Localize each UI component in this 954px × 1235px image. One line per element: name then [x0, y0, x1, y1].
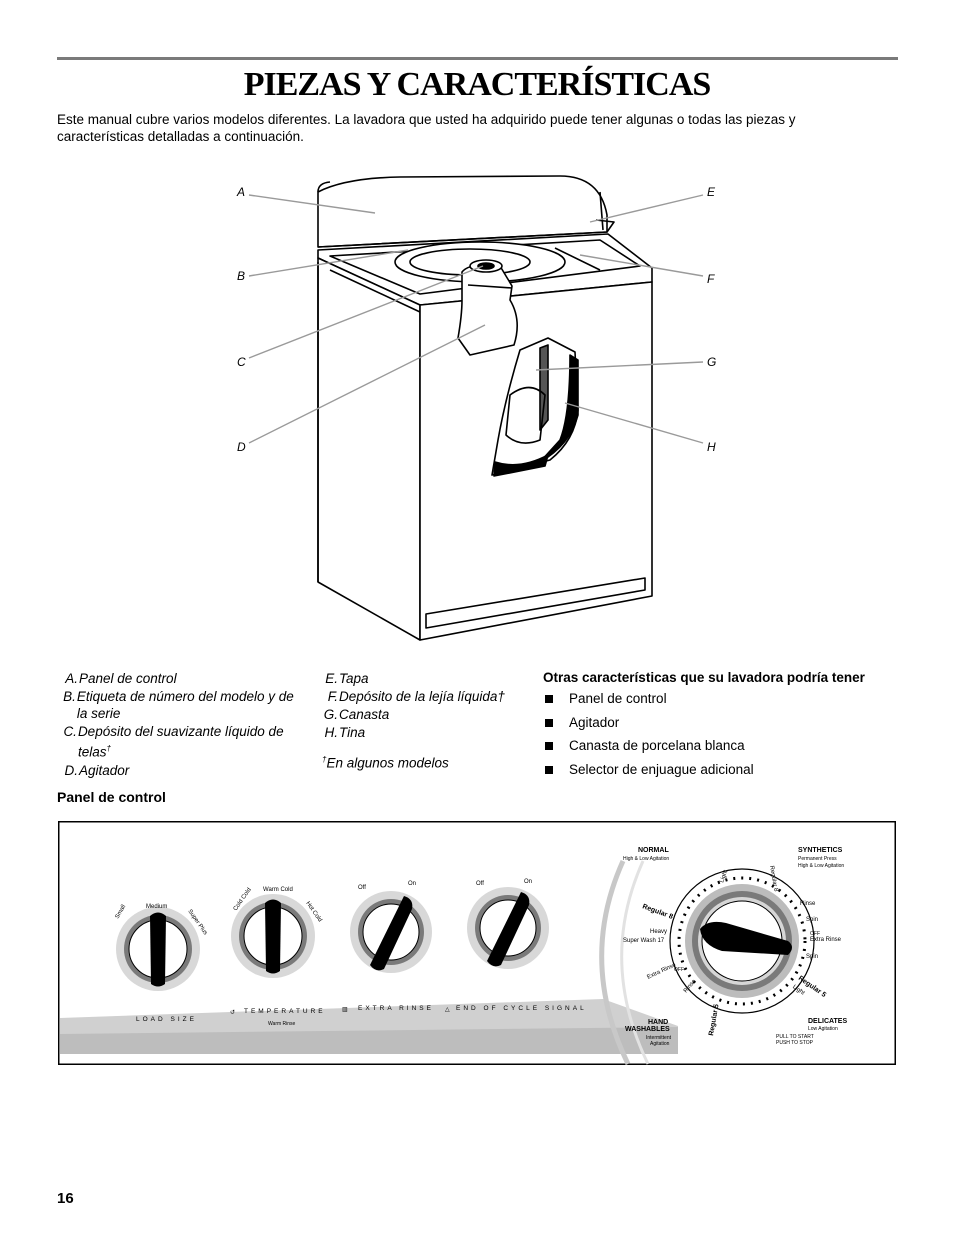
label-e: E [707, 185, 716, 199]
heavy-label: Heavy [650, 929, 667, 935]
on-label-2: On [524, 879, 532, 885]
label-d: D [237, 440, 246, 454]
square-bullet-icon [545, 765, 553, 774]
hand-sub1: Intermittent [646, 1035, 672, 1041]
list-item: Agitador [543, 715, 903, 739]
temperature-icon: ↺ [230, 1009, 235, 1016]
super-wash-label: Super Wash 17 [623, 938, 665, 944]
list-item: Selector de enjuague adicional [543, 762, 903, 786]
light-label-top: Light [719, 869, 729, 884]
extra-rinse-label: EXTRA RINSE [358, 1005, 434, 1012]
extra-rinse-dial-label-2: Extra Rinse [810, 937, 842, 943]
synthetics-label: SYNTHETICS [798, 847, 843, 854]
extra-rinse-switch[interactable] [350, 891, 432, 973]
legend-item: C.Depósito del suavizante líquido de tel… [63, 724, 284, 760]
bell-icon: △ [445, 1007, 450, 1013]
label-c: C [237, 355, 246, 369]
legend-item: G.Canasta [323, 707, 390, 722]
pull-to-start: PULL TO START [776, 1034, 814, 1040]
footnote: †En algunos modelos [322, 755, 449, 771]
list-item: Panel de control [543, 691, 903, 715]
hand-sub2: Agitation [650, 1041, 670, 1047]
push-to-stop: PUSH TO STOP [776, 1040, 814, 1046]
agitator [457, 264, 518, 356]
temperature-knob[interactable] [231, 894, 315, 978]
legend-item: D.Agitador [64, 762, 130, 778]
off-label: Off [358, 885, 366, 891]
legend-item: E.Tapa [325, 671, 369, 686]
normal-sub: High & Low Agitation [623, 856, 669, 862]
other-features-heading: Otras características que su lavadora po… [543, 670, 865, 685]
washer-lid [317, 175, 608, 248]
page-title: PIEZAS Y CARACTERÍSTICAS [243, 66, 712, 103]
legend-right: E.Tapa F.Depósito de la lejía líquida† G… [323, 670, 523, 742]
rinse-label: Rinse [800, 901, 816, 907]
end-of-cycle-switch[interactable] [467, 887, 549, 969]
square-bullet-icon [545, 695, 553, 703]
extra-rinse-icon: ▥ [342, 1007, 348, 1013]
intro-paragraph: Este manual cubre varios modelos diferen… [57, 112, 796, 144]
control-panel-illustration: LOAD SIZE TEMPERATURE EXTRA RINSE END OF… [58, 821, 896, 1065]
list-item: Canasta de porcelana blanca [543, 738, 903, 762]
load-size-label: LOAD SIZE [136, 1016, 197, 1023]
regular8-label-top: Regular 8 [768, 865, 779, 892]
synthetics-sub2: High & Low Agitation [798, 863, 844, 869]
legend-left: A.Panel de control B.Etiqueta de número … [63, 670, 303, 780]
delicates-sub: Low Agitation [808, 1026, 838, 1032]
off-dial-label: OFF [674, 967, 684, 973]
legend-item: F.Depósito de la lejía líquida† [327, 689, 505, 704]
legend-item: A.Panel de control [65, 671, 177, 686]
other-features-list: Panel de control Agitador Canasta de por… [543, 691, 903, 785]
spin-label: Spin [806, 917, 818, 923]
spin-label-2: Spin [806, 954, 818, 960]
medium-label: Medium [146, 904, 167, 910]
normal-label: NORMAL [638, 847, 669, 854]
page-number: 16 [57, 1190, 74, 1207]
hand-label: HAND [648, 1019, 668, 1026]
off-label-2: Off [476, 881, 484, 887]
temperature-label: TEMPERATURE [244, 1008, 326, 1015]
label-b: B [237, 269, 245, 283]
cycle-selector-dial[interactable] [669, 868, 815, 1014]
washables-label: WASHABLES [625, 1026, 670, 1033]
label-a: A [236, 185, 245, 199]
on-label: On [408, 881, 416, 887]
label-g: G [707, 355, 716, 369]
washer-diagram: A B C D E F G H [236, 175, 716, 641]
load-size-knob[interactable] [116, 907, 200, 991]
legend-item: H.Tina [324, 725, 366, 740]
label-h: H [707, 440, 716, 454]
warm-rinse-label: Warm Rinse [268, 1021, 296, 1027]
end-of-cycle-label: END OF CYCLE SIGNAL [456, 1005, 587, 1012]
off-dial-label-2: OFF [810, 931, 820, 937]
legend-item: B.Etiqueta de número del modelo y de la … [63, 689, 294, 721]
warm-cold-label: Warm Cold [263, 887, 293, 893]
other-features: Otras características que su lavadora po… [543, 670, 903, 785]
control-panel-heading: Panel de control [57, 789, 166, 805]
square-bullet-icon [545, 718, 553, 727]
synthetics-sub1: Permanent Press [798, 856, 837, 862]
washer-body [317, 257, 421, 641]
square-bullet-icon [545, 742, 553, 750]
label-f: F [707, 272, 715, 286]
delicates-label: DELICATES [808, 1018, 847, 1025]
top-rule [57, 57, 898, 60]
